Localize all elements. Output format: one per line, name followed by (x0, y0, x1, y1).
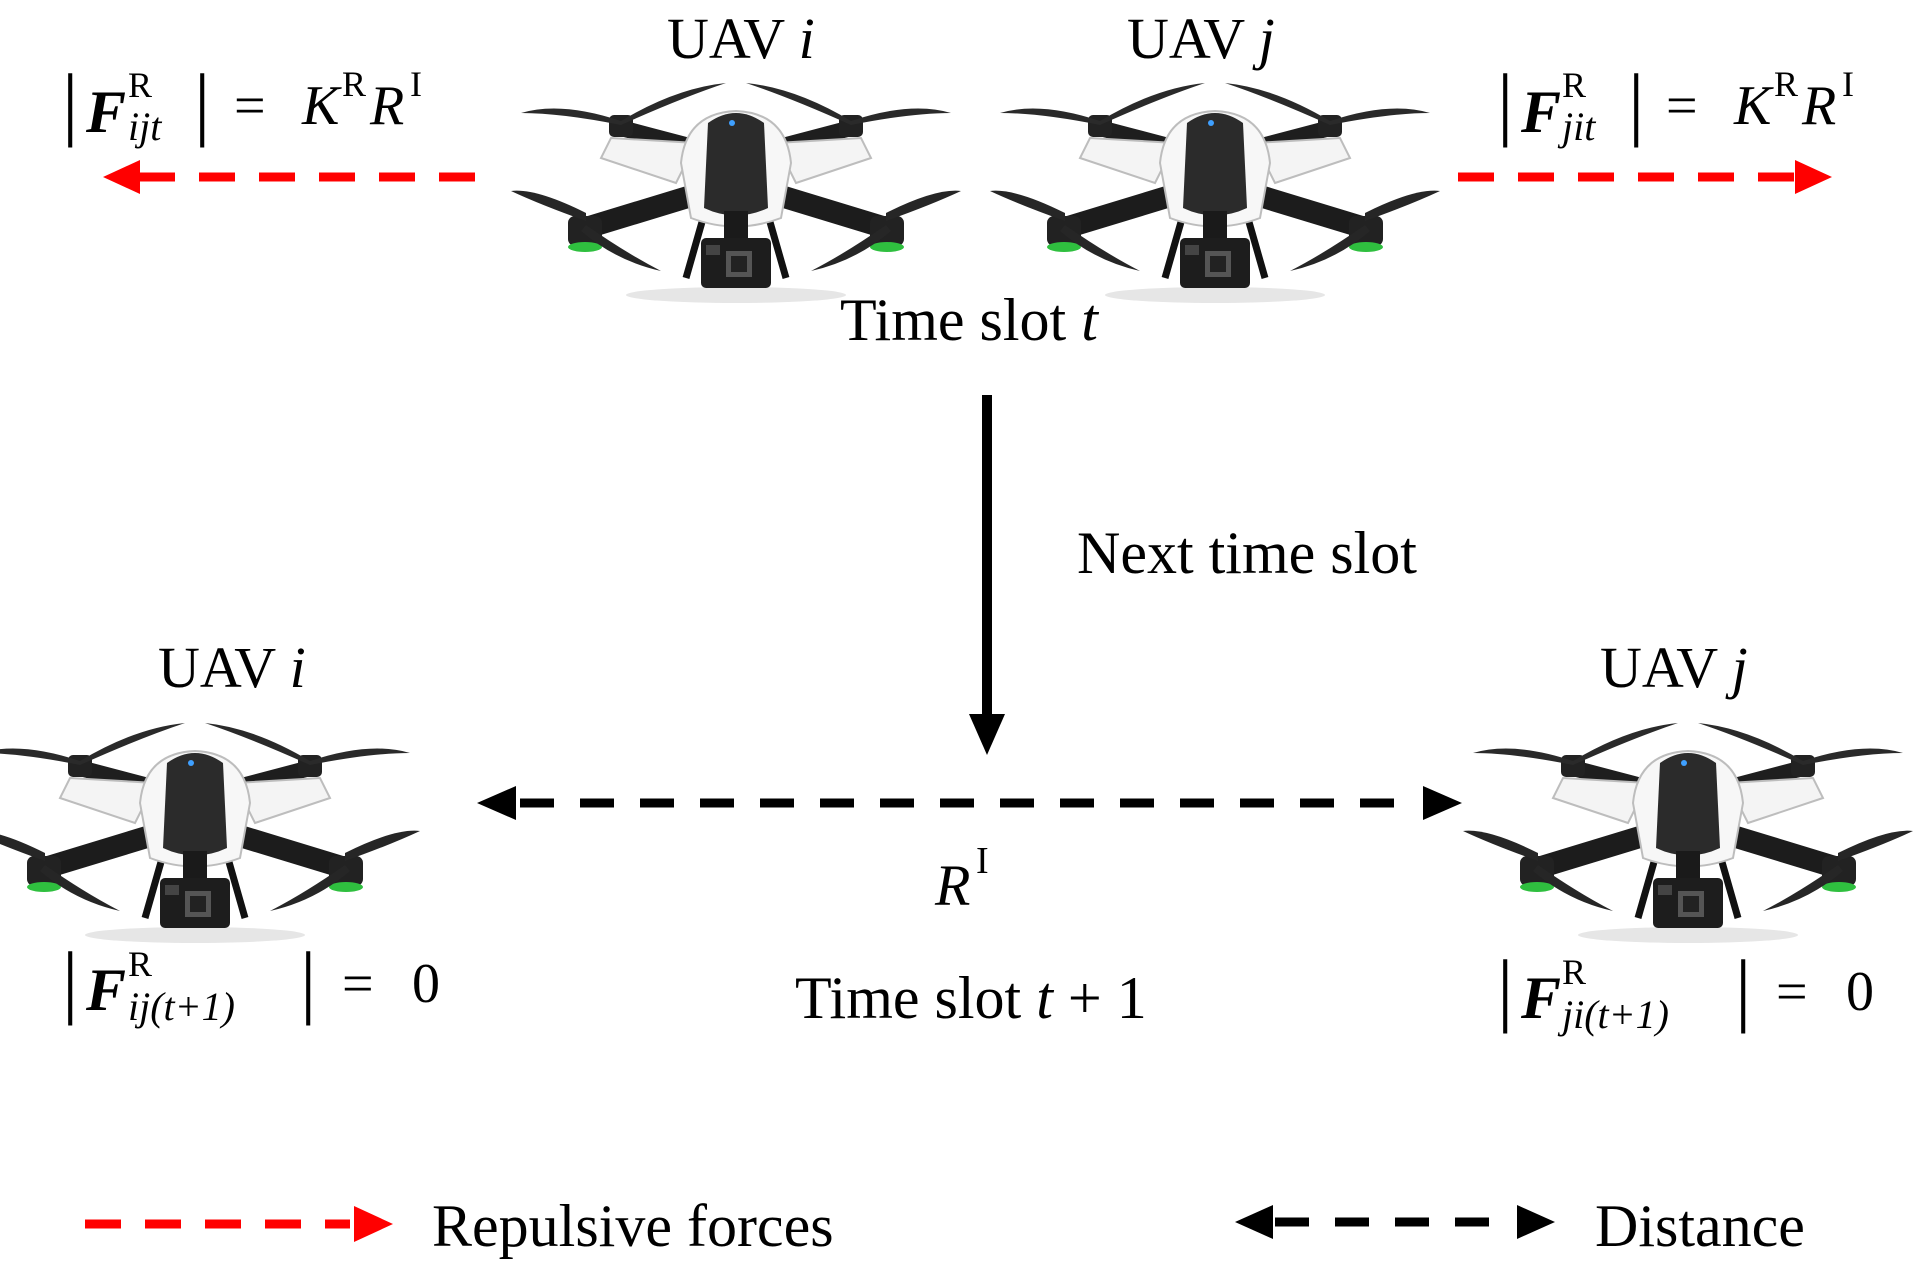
drone-icon (0, 723, 420, 943)
time-slot-t-label: Time slot t (840, 287, 1099, 353)
svg-text:F: F (1520, 965, 1561, 1031)
svg-text:|: | (62, 57, 78, 148)
distance-arrow (477, 786, 1462, 820)
svg-text:|: | (1735, 943, 1751, 1034)
force-formula-ij-next: | F R ij(t+1) | = 0 (62, 935, 440, 1029)
drone-icon (511, 83, 961, 303)
svg-text:F: F (85, 957, 126, 1023)
svg-text:R: R (1562, 65, 1586, 105)
svg-text:0: 0 (1846, 961, 1874, 1023)
svg-text:|: | (300, 935, 316, 1026)
svg-text:=: = (1666, 75, 1698, 137)
svg-text:ijt: ijt (128, 104, 162, 149)
svg-text:R: R (1801, 75, 1836, 137)
svg-text:I: I (1842, 64, 1854, 104)
legend-repulsive-label: Repulsive forces (432, 1193, 834, 1259)
svg-text:jit: jit (1557, 104, 1596, 149)
svg-text:K: K (1733, 75, 1774, 137)
svg-text:K: K (301, 75, 342, 137)
legend-distance-label: Distance (1595, 1193, 1805, 1259)
svg-text:R: R (342, 64, 366, 104)
svg-text:ji(t+1): ji(t+1) (1557, 992, 1669, 1037)
svg-text:R: R (934, 853, 970, 918)
svg-text:F: F (85, 79, 126, 145)
svg-text:|: | (62, 935, 78, 1026)
uav-j-label-top: UAV j (1127, 6, 1275, 71)
svg-text:=: = (234, 75, 266, 137)
legend-distance: Distance (1235, 1193, 1805, 1259)
distance-label: R I (934, 840, 989, 918)
svg-text:|: | (1628, 57, 1644, 148)
force-formula-ijt: | F R ijt | = K R R I (62, 57, 422, 149)
svg-text:R: R (369, 75, 404, 137)
uav-i-label-top: UAV i (667, 6, 815, 71)
svg-text:0: 0 (412, 953, 440, 1015)
svg-text:R: R (1774, 64, 1798, 104)
legend-repulsive: Repulsive forces (85, 1193, 834, 1259)
next-time-slot-label: Next time slot (1077, 520, 1417, 586)
svg-text:=: = (1776, 961, 1808, 1023)
drone-icon (1463, 723, 1913, 943)
svg-text:=: = (342, 953, 374, 1015)
repulsive-arrow-right (1458, 160, 1832, 194)
svg-text:|: | (1497, 943, 1513, 1034)
uav-j-label-bottom: UAV j (1600, 635, 1748, 700)
svg-text:R: R (128, 65, 152, 105)
svg-text:ij(t+1): ij(t+1) (128, 984, 235, 1029)
svg-text:R: R (128, 944, 152, 984)
time-slot-t-plus-1-label: Time slot t + 1 (795, 965, 1147, 1031)
svg-text:|: | (194, 57, 210, 148)
svg-text:I: I (976, 840, 989, 882)
uav-i-label-bottom: UAV i (158, 635, 306, 700)
drone-icon (990, 83, 1440, 303)
svg-text:I: I (410, 64, 422, 104)
force-formula-ji-next: | F R ji(t+1) | = 0 (1497, 943, 1874, 1037)
next-slot-arrow (969, 395, 1005, 755)
svg-text:F: F (1520, 79, 1561, 145)
force-formula-jit: | F R jit | = K R R I (1497, 57, 1854, 149)
svg-text:R: R (1562, 952, 1586, 992)
repulsive-arrow-left (103, 160, 475, 194)
svg-text:|: | (1497, 57, 1513, 148)
